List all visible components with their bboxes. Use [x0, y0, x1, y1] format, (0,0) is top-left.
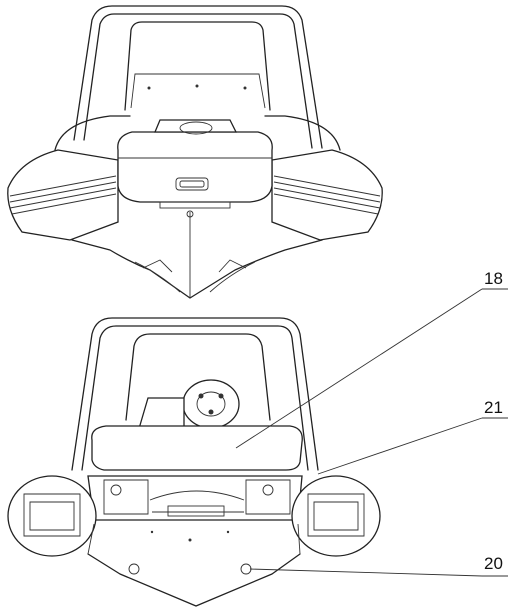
- callout-18: 18: [235, 269, 508, 449]
- callout-21: 21: [317, 398, 508, 475]
- arch-frame-rear: [71, 317, 319, 471]
- hull-v-bottom: [87, 553, 301, 607]
- tube-end-right: [291, 475, 381, 557]
- callout-20: 20: [249, 554, 508, 577]
- tube-left: [7, 149, 119, 241]
- windshield: [130, 73, 266, 109]
- tube-right: [271, 149, 383, 241]
- svg-text:21: 21: [484, 398, 503, 417]
- boat-rear-view: [7, 317, 381, 607]
- boat-front-view: [7, 5, 383, 299]
- steering-wheel: [182, 379, 240, 429]
- transom: [87, 475, 303, 521]
- tube-end-left: [7, 475, 97, 557]
- bow-seat: [117, 131, 273, 203]
- svg-text:20: 20: [484, 554, 503, 573]
- arch-frame: [73, 5, 323, 149]
- svg-text:18: 18: [484, 269, 503, 288]
- hull-bottom: [71, 239, 323, 299]
- seat: [91, 425, 303, 471]
